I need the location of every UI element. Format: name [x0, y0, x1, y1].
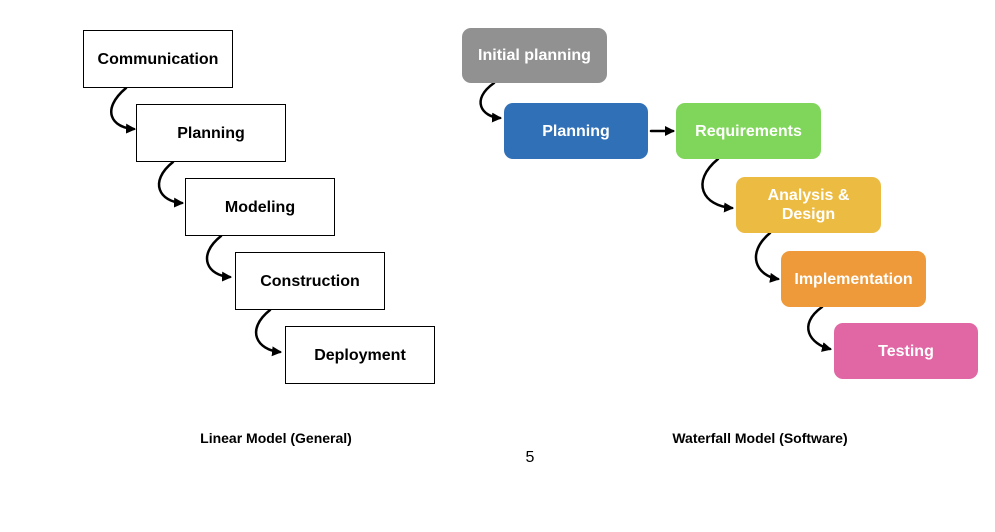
linear-step-communication: Communication: [83, 30, 233, 88]
linear-arrow-1: [110, 86, 136, 134]
linear-model-caption: Linear Model (General): [200, 430, 352, 446]
linear-arrow-4: [255, 308, 282, 357]
waterfall-arrow-5: [807, 305, 832, 352]
waterfall-step-requirements: Requirements: [676, 103, 821, 159]
linear-step-modeling: Modeling: [185, 178, 335, 236]
waterfall-arrow-3: [701, 157, 734, 213]
linear-arrow-2: [157, 160, 184, 208]
waterfall-step-planning: Planning: [504, 103, 648, 159]
waterfall-arrow-1: [479, 81, 502, 123]
linear-step-construction: Construction: [235, 252, 385, 310]
waterfall-model-caption: Waterfall Model (Software): [672, 430, 848, 446]
waterfall-step-initial-planning: Initial planning: [462, 28, 607, 83]
waterfall-step-implementation: Implementation: [781, 251, 926, 307]
waterfall-step-analysis-design: Analysis & Design: [736, 177, 881, 233]
linear-step-deployment: Deployment: [285, 326, 435, 384]
page-number: 5: [525, 449, 535, 466]
waterfall-arrow-4: [754, 231, 780, 283]
linear-step-planning: Planning: [136, 104, 286, 162]
linear-arrow-3: [205, 234, 232, 282]
waterfall-step-testing: Testing: [834, 323, 978, 379]
